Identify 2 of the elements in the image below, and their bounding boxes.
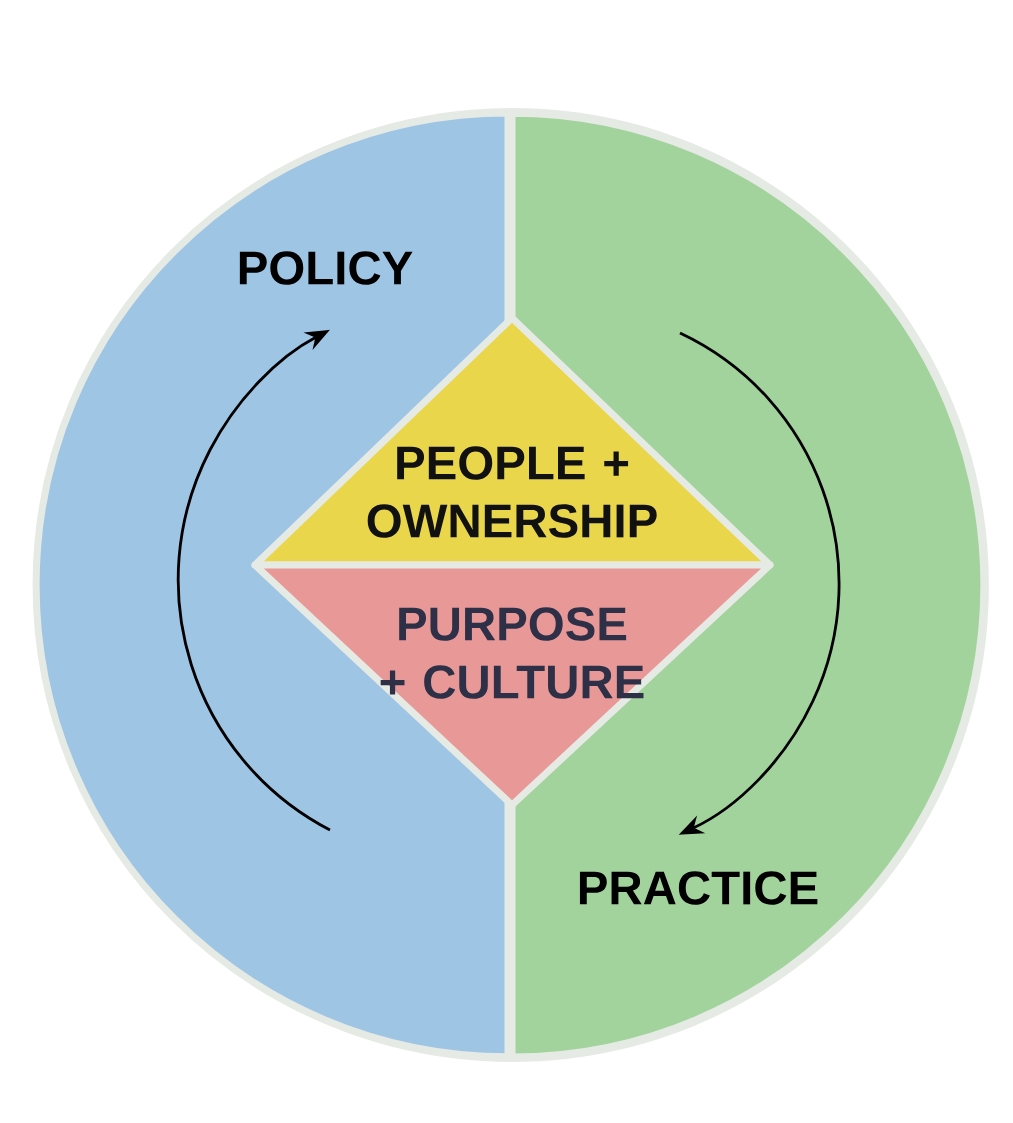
triangle: PURPOSE + CULTURE xyxy=(251,561,774,809)
triangle: PEOPLE + OWNERSHIP xyxy=(251,314,774,569)
